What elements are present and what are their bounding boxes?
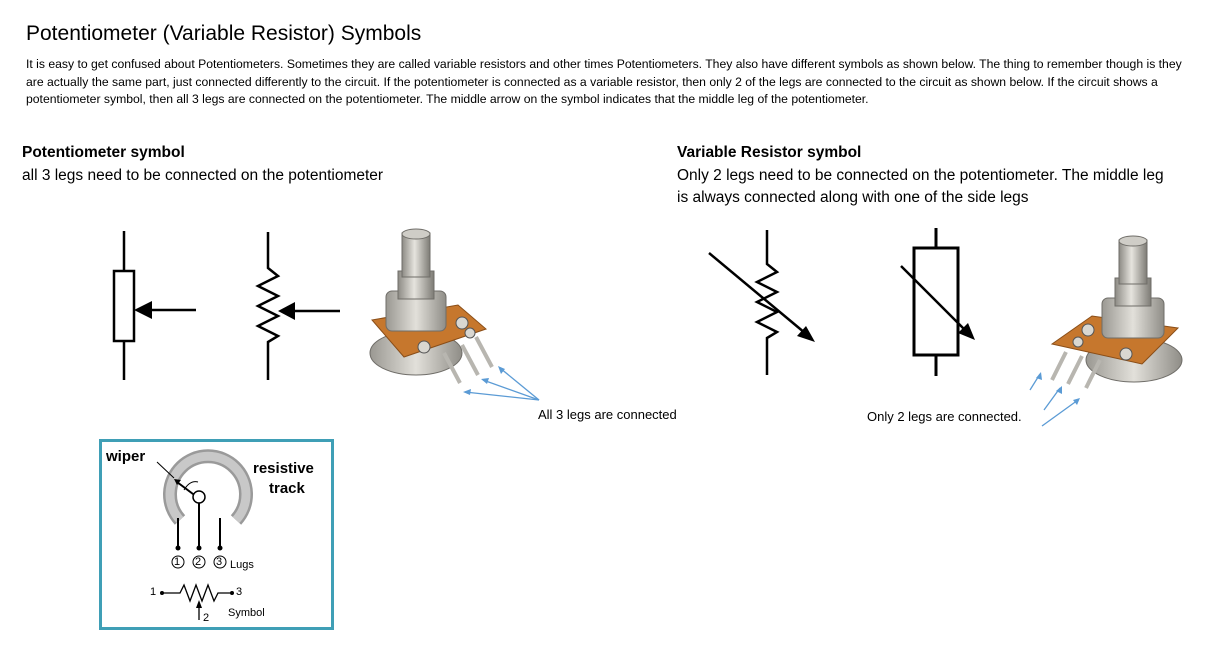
track-label-line1: resistive [253, 460, 314, 477]
potentiometer-symbol-rect [112, 231, 196, 380]
variable-resistor-symbol-rect [900, 228, 975, 376]
wiper-track-diagram: wiper resistive track 1 2 3 Lugs 1 3 2 S… [99, 439, 334, 630]
legs-arrows-right [1029, 372, 1080, 427]
potentiometer-photo-right [1050, 235, 1183, 389]
variable-resistor-subtext: Only 2 legs need to be connected on the … [677, 167, 1164, 206]
lug-number-2: 2 [195, 556, 202, 568]
symbol-label: Symbol [228, 607, 265, 619]
track-drawing [156, 449, 253, 620]
symbol-wiper-2: 2 [203, 612, 210, 624]
variable-resistor-heading: Variable Resistor symbol [677, 144, 862, 161]
page-title: Potentiometer (Variable Resistor) Symbol… [26, 22, 422, 45]
lugs-label: Lugs [230, 559, 254, 571]
lug-number-1: 1 [174, 556, 181, 568]
potentiometer-symbol-zigzag [255, 232, 340, 380]
potentiometer-photo-left [369, 228, 494, 384]
variable-resistor-symbol-zigzag [708, 230, 815, 375]
potentiometer-heading: Potentiometer symbol [22, 144, 185, 161]
caption-all-legs: All 3 legs are connected [538, 407, 677, 422]
lug-number-3: 3 [216, 556, 223, 568]
wiper-label: wiper [106, 448, 146, 465]
symbol-end-1: 1 [150, 586, 157, 598]
legs-arrows-left [463, 366, 540, 401]
track-label-line2: track [269, 480, 305, 497]
caption-two-legs: Only 2 legs are connected. [867, 409, 1022, 424]
symbol-end-3: 3 [236, 586, 243, 598]
intro-paragraph: It is easy to get confused about Potenti… [26, 57, 1182, 106]
potentiometer-subtext: all 3 legs need to be connected on the p… [22, 167, 384, 184]
